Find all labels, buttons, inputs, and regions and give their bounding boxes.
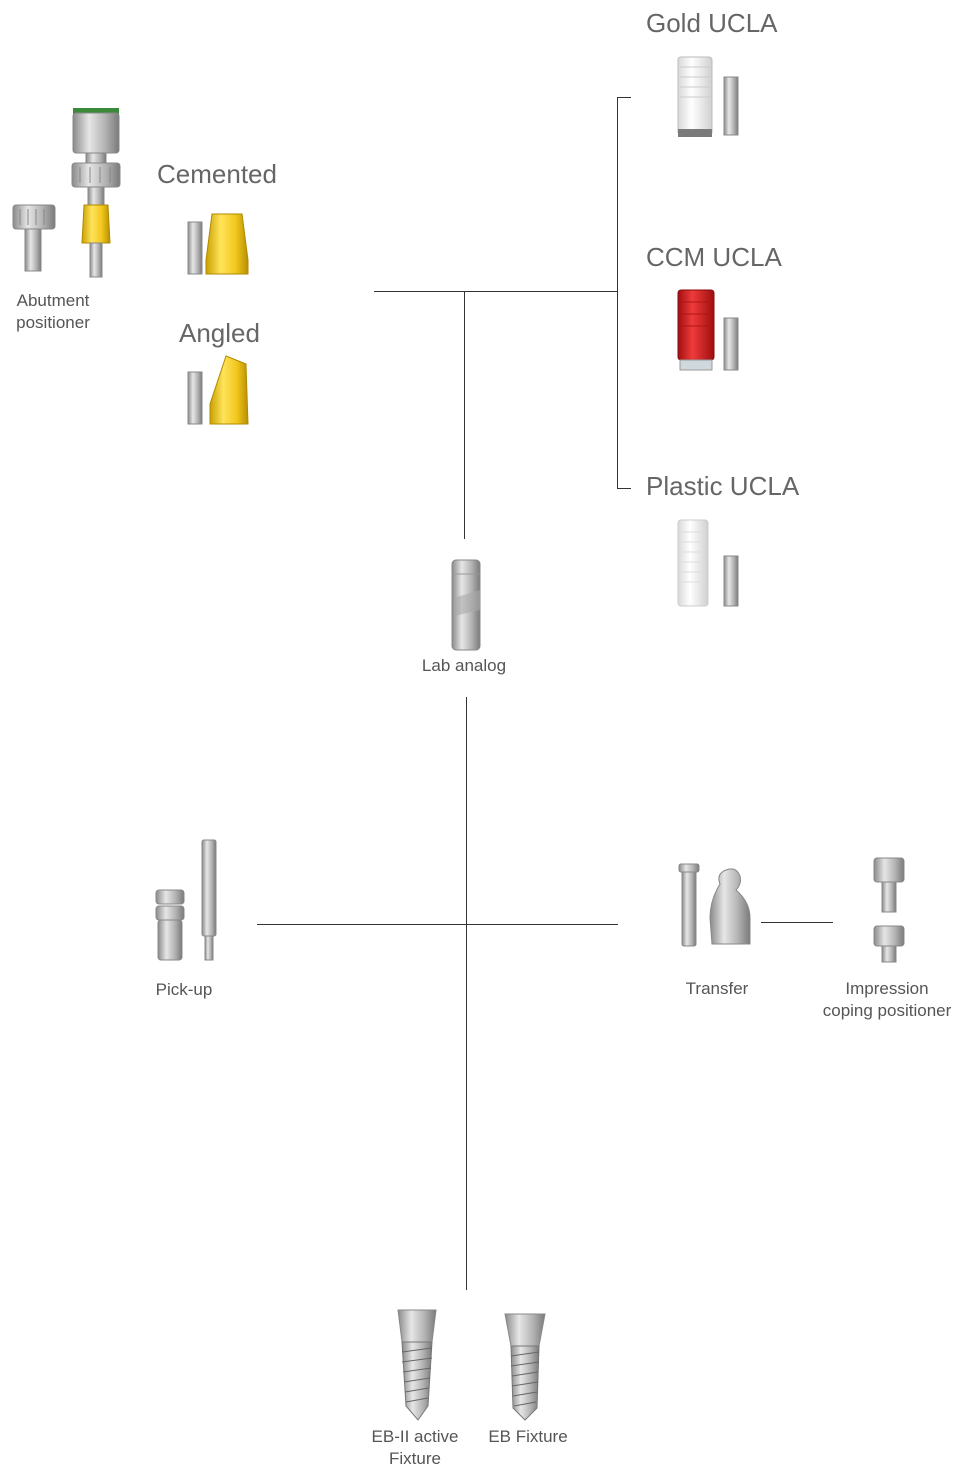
gold-ucla-icon [677,56,739,137]
pick-up-label: Pick-up [155,980,213,999]
connector-lab-analog-top-vertical [464,291,465,539]
connector-abutments-horizontal [374,291,618,292]
eb2-active-fixture-icon [397,1309,437,1421]
ccm-ucla-icon [677,289,739,371]
ccm-ucla-title: CCM UCLA [646,242,782,272]
connector-gold-tick [617,97,631,98]
plastic-ucla-icon [677,519,739,607]
plastic-ucla-title: Plastic UCLA [646,471,800,501]
transfer-label: Transfer [685,979,749,998]
connector-plastic-tick [617,488,631,489]
gold-ucla-title: Gold UCLA [646,8,778,38]
lab-analog-label: Lab analog [421,656,507,675]
pick-up-icon [155,839,217,961]
cemented-title: Cemented [157,159,277,189]
connector-impression-vertical [466,697,467,1290]
abutment-positioner-label: Abutment positioner [16,291,90,332]
impression-coping-positioner-label: Impression coping positioner [822,979,952,1020]
eb-fixture-icon [504,1313,546,1421]
lab-analog-icon [451,559,481,651]
connector-ucla-bracket-vertical [617,97,618,488]
connector-transfer-positioner [761,922,833,923]
connector-impression-horizontal [257,924,618,925]
cemented-abutment-icon [187,213,249,275]
impression-coping-positioner-icon [873,857,905,963]
angled-abutment-icon [187,355,249,425]
eb2-active-fixture-label: EB-II active Fixture [371,1427,459,1468]
transfer-icon [678,863,751,947]
abutment-positioner-icon [12,108,121,278]
angled-title: Angled [179,318,260,348]
eb-fixture-label: EB Fixture [488,1427,568,1446]
